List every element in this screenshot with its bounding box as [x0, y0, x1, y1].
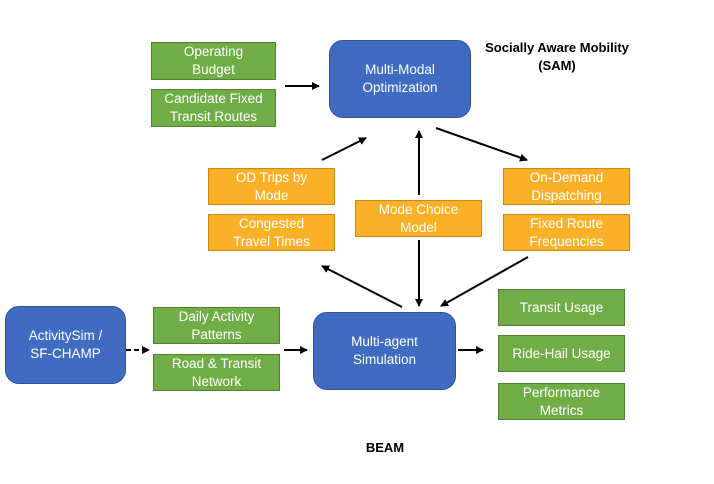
on-demand-dispatching-box: On-Demand Dispatching — [503, 168, 630, 205]
candidate-fixed-routes-box: Candidate Fixed Transit Routes — [151, 89, 276, 127]
arrow-optimization-to-ondemand — [435, 127, 528, 162]
congested-travel-times-box: Congested Travel Times — [208, 214, 335, 251]
daily-activity-patterns-box: Daily Activity Patterns — [153, 307, 280, 344]
sam-title: Socially Aware Mobility (SAM) — [485, 40, 629, 73]
arrow-freq-to-sim — [440, 256, 529, 307]
operating-budget-box: Operating Budget — [151, 42, 276, 80]
beam-title: BEAM — [365, 440, 405, 455]
multi-modal-optimization-node: Multi-Modal Optimization — [329, 40, 471, 118]
fixed-route-frequencies-box: Fixed Route Frequencies — [503, 214, 630, 251]
road-transit-network-box: Road & Transit Network — [153, 354, 280, 391]
mode-choice-model-box: Mode Choice Model — [355, 200, 482, 237]
performance-metrics-box: Performance Metrics — [498, 383, 625, 420]
multi-agent-simulation-node: Multi-agent Simulation — [313, 312, 456, 390]
arrow-od-to-optimization — [321, 137, 367, 161]
ridehail-usage-box: Ride-Hail Usage — [498, 335, 625, 372]
transit-usage-box: Transit Usage — [498, 289, 625, 326]
od-trips-box: OD Trips by Mode — [208, 168, 335, 205]
arrow-sim-to-congested — [321, 265, 403, 308]
activitysim-node: ActivitySim / SF-CHAMP — [5, 306, 126, 384]
